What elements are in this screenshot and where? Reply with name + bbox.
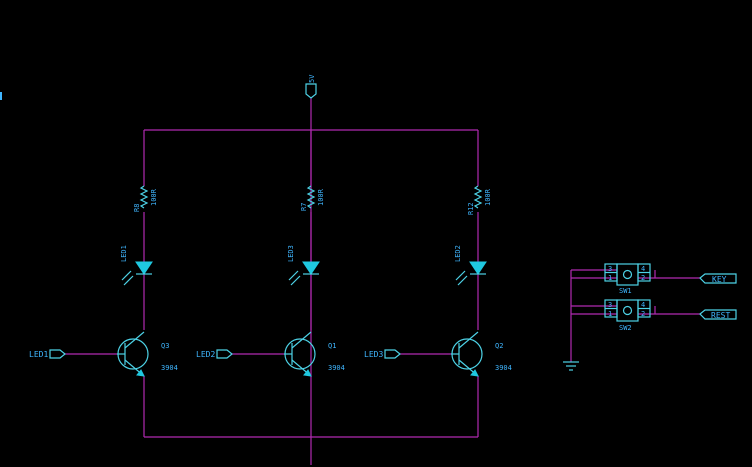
switch-pin: 1 [608,310,612,318]
port-rest[interactable]: REST [699,309,737,320]
svg-text:LED2: LED2 [196,350,215,359]
resistor-value: 100R [150,188,158,206]
resistor-r8[interactable]: R8 100R [133,185,158,212]
led-ref: LED2 [454,245,462,262]
switch-pin: 3 [608,301,612,309]
transistor-q1[interactable]: Q1 3904 [284,331,345,377]
led-1[interactable]: LED1 [120,245,153,286]
resistor-ref: R7 [300,203,308,211]
port-led2[interactable]: LED2 [196,349,233,359]
led-ref: LED1 [120,245,128,262]
switch-ref: SW1 [619,287,632,295]
switch-pin: 3 [608,265,612,273]
switch-pin: 4 [641,301,645,309]
resistor-value: 100R [317,188,325,206]
svg-text:LED1: LED1 [29,350,48,359]
transistor-value: 3904 [161,364,178,372]
port-key[interactable]: KEY [699,273,737,284]
transistor-q2[interactable]: Q2 3904 [451,331,512,377]
transistor-ref: Q2 [495,342,503,350]
switch-pin: 4 [641,265,645,273]
led-ref: LED3 [287,245,295,262]
switch-ref: SW2 [619,324,632,332]
svg-text:LED3: LED3 [364,350,383,359]
power-port-5v[interactable]: 5V [305,74,317,99]
switch-sw1[interactable]: 3 4 1 2 SW1 [604,263,651,295]
svg-text:REST: REST [711,311,730,320]
resistor-ref: R8 [133,204,141,212]
port-led3[interactable]: LED3 [364,349,401,359]
resistor-value: 100R [484,188,492,206]
transistor-value: 3904 [328,364,345,372]
switch-pin: 2 [641,310,645,318]
transistor-ref: Q1 [328,342,336,350]
wire-network [65,98,700,465]
resistor-r7[interactable]: R7 100R [300,185,325,211]
switch-sw2[interactable]: 3 4 1 2 SW2 [604,299,651,332]
resistor-ref: R12 [467,202,475,215]
offscreen-part-fragment [0,92,2,100]
port-led1[interactable]: LED1 [29,349,66,359]
switch-pin: 2 [641,274,645,282]
transistor-value: 3904 [495,364,512,372]
transistor-q3[interactable]: Q3 3904 [117,331,178,377]
svg-text:KEY: KEY [712,275,727,284]
resistor-r12[interactable]: R12 100R [467,185,492,215]
led-3[interactable]: LED3 [287,245,320,286]
ground-icon[interactable] [563,361,579,371]
svg-text:5V: 5V [308,74,316,83]
switch-pin: 1 [608,274,612,282]
transistor-ref: Q3 [161,342,169,350]
led-2[interactable]: LED2 [454,245,487,286]
